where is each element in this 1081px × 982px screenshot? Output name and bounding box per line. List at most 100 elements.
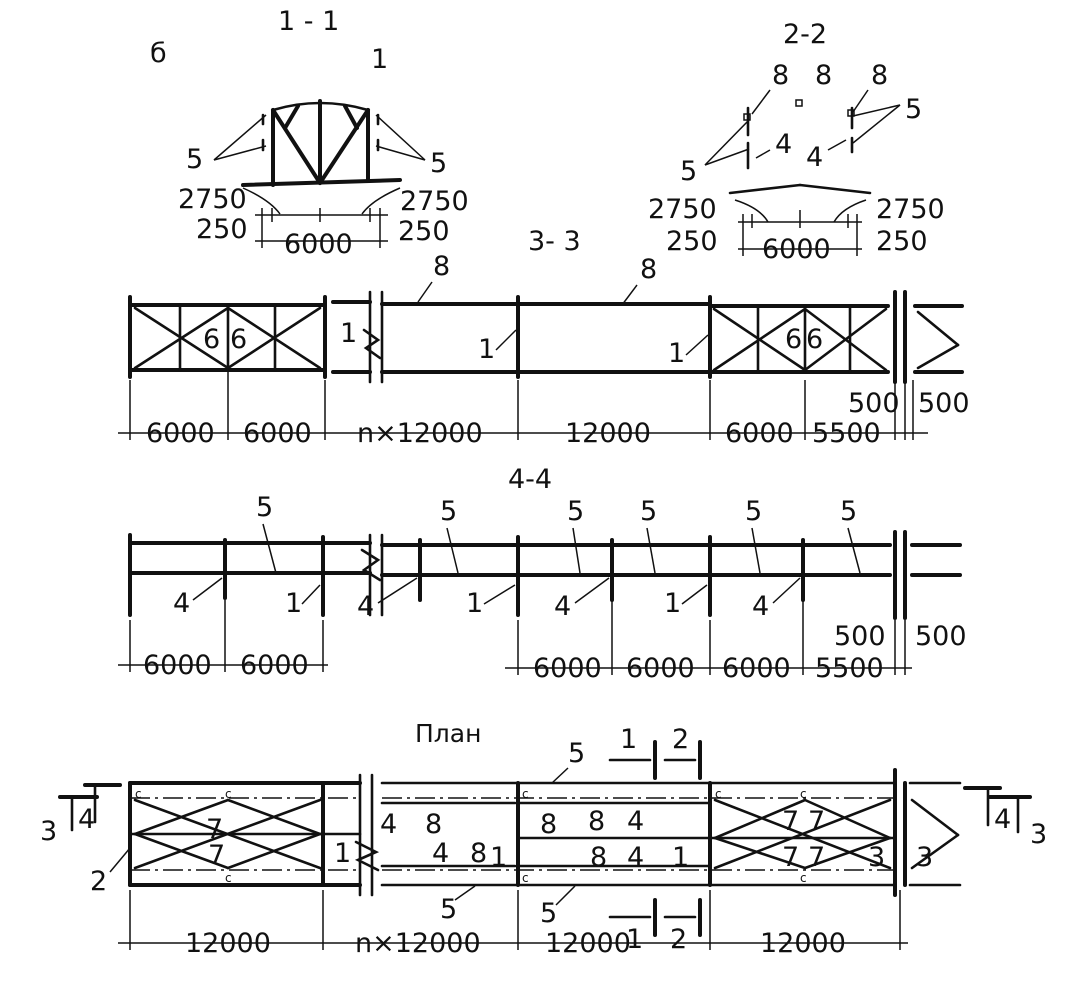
dim-1-1-250-left: 250: [196, 214, 248, 245]
section-4-4: 4-4 5 5 5 5 5 5 4: [118, 464, 967, 684]
dim-2-2-250-left: 250: [666, 226, 718, 257]
plan-mark-4-right: 4: [994, 804, 1011, 835]
mark-4-4-1-2: 1: [664, 588, 681, 619]
plan-mark-5-bottom-b: 5: [540, 898, 557, 929]
dim-4-4-left-1: 6000: [240, 650, 309, 681]
plan-corner-mark-h: c: [800, 871, 807, 885]
section-3-3: 3- 3 8 8: [118, 226, 970, 449]
plan-mark-8-e: 8: [590, 842, 607, 873]
plan-corner-mark-a: c: [135, 787, 142, 801]
plan-mark-7-b: 7: [208, 840, 225, 871]
mark-3-3-8-b: 8: [640, 254, 657, 285]
plan-mark-8-a: 8: [425, 809, 442, 840]
dim-2-2-2750-right: 2750: [876, 194, 945, 225]
plan-mark-7-c: 7: [782, 806, 799, 837]
mark-4-4-4-2: 4: [554, 591, 571, 622]
plan-corner-mark-f: c: [715, 787, 722, 801]
plan-mark-4-left: 4: [78, 804, 95, 835]
plan-mark-1-b: 1: [490, 842, 507, 873]
dim-3-3-4: 6000: [725, 418, 794, 449]
section-4-4-title: 4-4: [508, 464, 552, 495]
plan-cut-2b: 2: [670, 924, 687, 955]
plan-corner-mark-c: c: [225, 871, 232, 885]
dim-1-1-2750-right: 2750: [400, 186, 469, 217]
plan-mark-1-a: 1: [334, 838, 351, 869]
dim-3-3-0: 6000: [146, 418, 215, 449]
plan-mark-3-left: 3: [40, 816, 57, 847]
plan-corner-mark-d: c: [522, 787, 529, 801]
mark-2-2-4-left: 4: [775, 129, 792, 160]
mark-3-3-1-a: 1: [340, 318, 357, 349]
mark-5-left: 5: [186, 144, 203, 175]
mark-5-right: 5: [430, 148, 447, 179]
dim-4-4-500-a: 500: [834, 621, 886, 652]
mark-4-4-5-0: 5: [256, 492, 273, 523]
mark-4-4-4-1: 4: [357, 591, 374, 622]
mark-4-4-5-2: 5: [567, 496, 584, 527]
plan-mark-2: 2: [90, 866, 107, 897]
dim-2-2-250-right: 250: [876, 226, 928, 257]
mark-3-3-8-a: 8: [433, 251, 450, 282]
dim-1-1-2750-left: 2750: [178, 184, 247, 215]
dim-2-2-2750-left: 2750: [648, 194, 717, 225]
dim-3-3-1: 6000: [243, 418, 312, 449]
mark-3-3-1-c: 1: [668, 338, 685, 369]
mark-4-4-4-0: 4: [173, 588, 190, 619]
section-1-1: 1 - 1 1 5 5 2750 2750 250 250: [178, 6, 469, 260]
mark-2-2-5-left: 5: [680, 156, 697, 187]
mark-4-4-5-3: 5: [640, 496, 657, 527]
plan-cut-2: 2: [672, 724, 689, 755]
plan-mark-4-c: 4: [627, 806, 644, 837]
mark-3-3-6-d: 6: [806, 324, 823, 355]
plan-mark-4-a: 4: [380, 809, 397, 840]
plan-mark-5-bottom-a: 5: [440, 894, 457, 925]
mark-3-3-6-a: 6: [203, 324, 220, 355]
plan-view: План 1 2 1 2 3 4 4 3: [40, 719, 1047, 959]
dim-3-3-2: n×12000: [357, 418, 483, 449]
plan-cut-1: 1: [620, 724, 637, 755]
mark-8-c: 8: [871, 60, 888, 91]
dim-4-4-left-0: 6000: [143, 650, 212, 681]
figure-letter: б: [150, 38, 167, 69]
plan-mark-7-f: 7: [808, 842, 825, 873]
mark-truss-1: 1: [371, 44, 388, 75]
plan-dim-0: 12000: [185, 928, 271, 959]
section-2-2-title: 2-2: [783, 19, 827, 50]
mark-4-4-1-1: 1: [466, 588, 483, 619]
dim-2-2-6000: 6000: [762, 234, 831, 265]
mark-4-4-4-3: 4: [752, 591, 769, 622]
dim-4-4-right-0: 6000: [533, 653, 602, 684]
plan-mark-3-a: 3: [868, 842, 885, 873]
mark-2-2-5-right: 5: [905, 94, 922, 125]
plan-corner-mark-e: c: [522, 871, 529, 885]
mark-3-3-6-c: 6: [785, 324, 802, 355]
dim-4-4-right-3: 5500: [815, 653, 884, 684]
dim-4-4-right-2: 6000: [722, 653, 791, 684]
section-3-3-title: 3- 3: [528, 226, 581, 257]
plan-mark-7-d: 7: [808, 806, 825, 837]
mark-4-4-5-1: 5: [440, 496, 457, 527]
section-2-2: 2-2 8 8 8 5 5 4 4 2750 2750 250: [648, 19, 945, 265]
dim-3-3-3: 12000: [565, 418, 651, 449]
plan-mark-3-right: 3: [1030, 819, 1047, 850]
plan-corner-mark-b: c: [225, 787, 232, 801]
dim-3-3-500-b: 500: [918, 388, 970, 419]
plan-mark-3-b: 3: [916, 842, 933, 873]
mark-4-4-5-5: 5: [840, 496, 857, 527]
mark-4-4-1-0: 1: [285, 588, 302, 619]
plan-mark-1-c: 1: [672, 842, 689, 873]
plan-corner-mark-g: c: [800, 787, 807, 801]
dim-4-4-500-b: 500: [915, 621, 967, 652]
plan-mark-5-top: 5: [568, 738, 585, 769]
plan-title: План: [415, 719, 481, 748]
section-1-1-title: 1 - 1: [278, 6, 339, 37]
plan-mark-4-d: 4: [627, 842, 644, 873]
dim-1-1-250-right: 250: [398, 216, 450, 247]
plan-dim-2: 12000: [545, 928, 631, 959]
plan-mark-8-d: 8: [588, 806, 605, 837]
dim-3-3-5: 5500: [812, 418, 881, 449]
mark-3-3-6-b: 6: [230, 324, 247, 355]
dim-1-1-6000: 6000: [284, 229, 353, 260]
mark-2-2-4-right: 4: [806, 142, 823, 173]
